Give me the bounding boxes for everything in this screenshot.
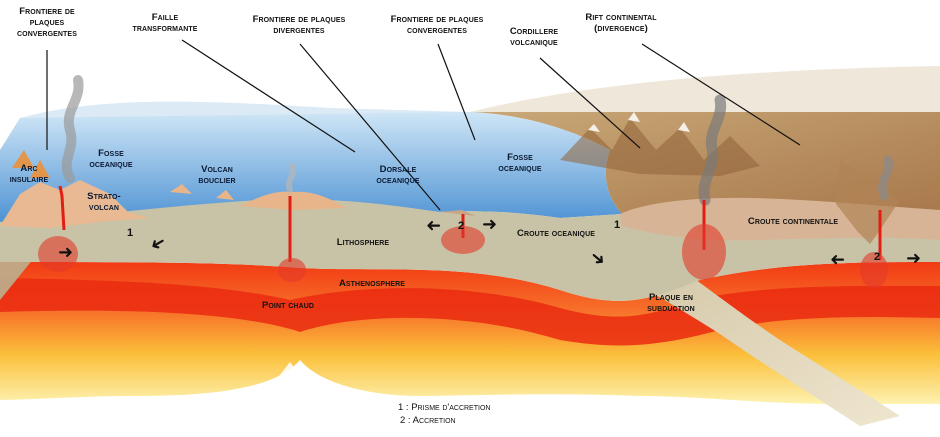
label-stratovolcano: Strato-volcan <box>87 191 121 213</box>
label-asthenosphere: Asthenosphere <box>338 278 406 289</box>
label-continental-crust: Croute continentale <box>747 216 839 227</box>
legend-item-accretionary-prism: 1 : Prisme d'accretion <box>398 402 491 413</box>
marker-2-rift: 2 <box>874 251 881 263</box>
marker-1-left: 1 <box>127 227 134 239</box>
leader-lines <box>46 39 801 211</box>
arrow-right-icon: ➜ <box>906 248 922 269</box>
marker-1-right: 1 <box>614 219 621 231</box>
marker-2-ridge: 2 <box>458 220 465 232</box>
label-oceanic-crust: Croute oceanique <box>517 228 595 239</box>
label-continental-rift: Rift continental(divergence) <box>585 12 657 34</box>
arrow-left-icon: ➜ <box>830 249 846 270</box>
arrow-left-icon: ➜ <box>426 215 442 236</box>
arrow-right-icon: ➜ <box>482 214 498 235</box>
ocean <box>0 112 622 222</box>
legend: 1 : Prisme d'accretion 2 : Accretion <box>398 401 490 427</box>
shield-volcano-body <box>240 191 346 210</box>
label-hot-spot: Point chaud <box>261 300 315 311</box>
arrow-right-icon: ➜ <box>58 242 74 263</box>
label-lithosphere: Lithosphere <box>336 237 390 248</box>
island-arc <box>0 180 150 228</box>
legend-item-accretion: 2 : Accretion <box>400 415 456 426</box>
